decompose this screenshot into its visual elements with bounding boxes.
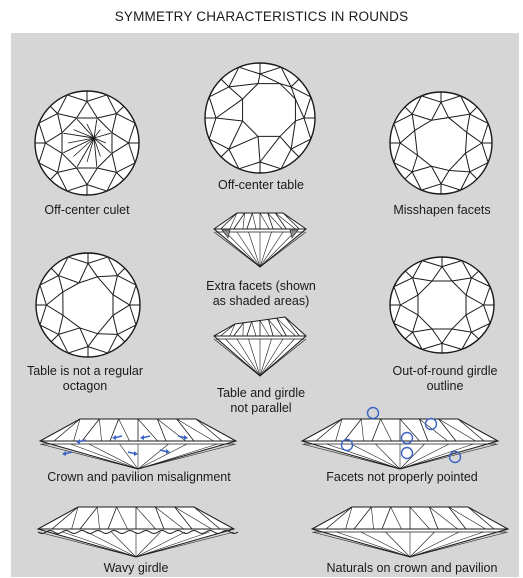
extra-facets-diagram [214,213,306,267]
label-crown-pavilion-misalignment: Crown and pavilion misalignment [14,470,264,485]
label-off-center-table: Off-center table [196,178,326,193]
naturals-diagram [312,507,508,557]
label-facets-not-pointed: Facets not properly pointed [302,470,502,485]
misshapen-facets-diagram [390,92,492,194]
out-of-round-girdle-diagram [390,257,494,353]
irregular-table-octagon-diagram [36,253,140,357]
off-center-table-diagram [205,63,315,173]
facet-line [98,334,118,335]
label-extra-facets-line1: Extra facets (shown [186,279,336,294]
label-out-of-round-line1: Out-of-round girdle [370,364,520,379]
label-misshapen-facets: Misshapen facets [372,203,512,218]
marker-circle [368,408,379,419]
label-table-girdle-line1: Table and girdle [196,386,326,401]
off-center-culet-diagram [35,91,139,195]
label-wavy-girdle: Wavy girdle [66,561,206,576]
label-naturals: Naturals on crown and pavilion [302,561,522,576]
label-out-of-round-line2: outline [370,379,520,394]
label-table-octagon-line2: octagon [10,379,160,394]
crown-pavilion-misalignment-diagram [40,419,236,469]
misalignment-arrowhead [62,451,66,456]
facets-not-pointed-diagram [302,408,498,470]
label-table-girdle-line2: not parallel [196,401,326,416]
label-off-center-culet: Off-center culet [22,203,152,218]
label-table-octagon-line1: Table is not a regular [10,364,160,379]
table-girdle-not-parallel-diagram [214,317,306,376]
wavy-girdle-diagram [38,507,238,557]
label-extra-facets-line2: as shaded areas) [186,294,336,309]
